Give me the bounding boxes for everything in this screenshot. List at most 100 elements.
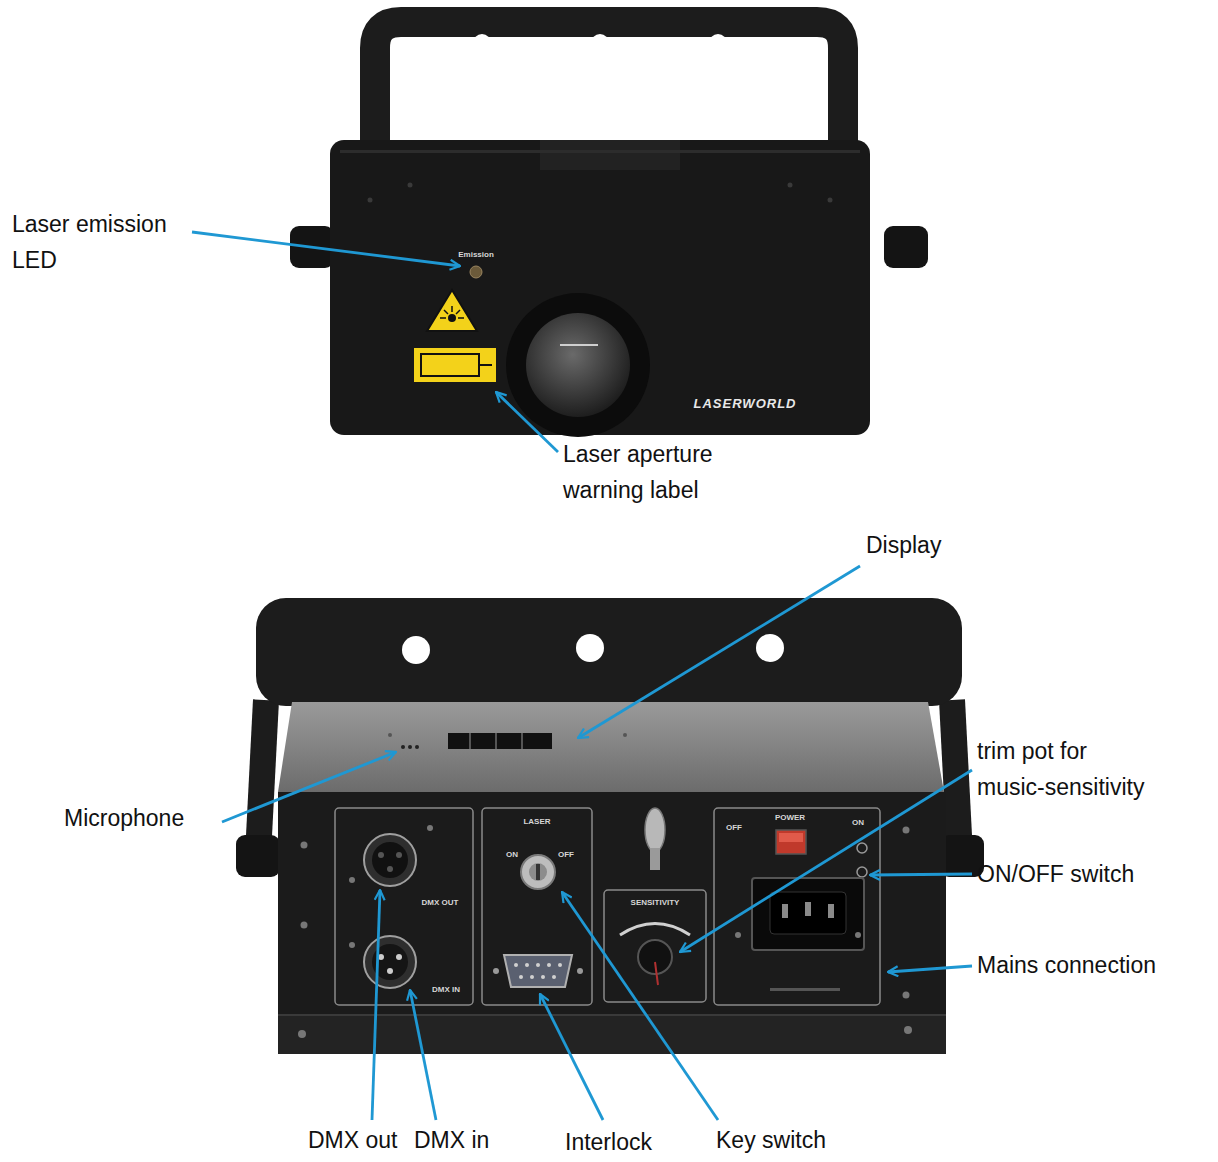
microphone: [415, 745, 419, 749]
callout-label: Display: [866, 527, 941, 563]
back-bracket: [258, 700, 266, 855]
panel-marking: Emission: [458, 250, 494, 260]
panel-marking: OFF: [558, 850, 574, 860]
leader-line: [192, 232, 460, 266]
interlock-connector: [536, 963, 540, 967]
front-housing: [330, 140, 870, 435]
callout-label: DMX out: [308, 1122, 397, 1158]
callout-label: Laser emission LED: [12, 206, 192, 278]
back-panel: [301, 842, 308, 849]
interlock-connector: [493, 955, 583, 987]
lens: [526, 313, 630, 417]
back-bracket: [756, 634, 784, 662]
panel-marking: DMX IN: [432, 985, 460, 995]
front-housing: [340, 150, 860, 153]
leader-line: [222, 752, 396, 822]
key-switch: [536, 864, 540, 880]
back-bracket: [256, 598, 962, 706]
callout-label: DMX in: [414, 1122, 489, 1158]
warning-labels: [421, 354, 479, 376]
top-face: [388, 733, 392, 737]
leader-line: [888, 966, 972, 972]
front-bracket: [591, 34, 609, 52]
back-bracket: [576, 634, 604, 662]
panel-marking: DMX OUT: [422, 898, 459, 908]
xlr-connectors: [364, 936, 416, 988]
mains-inlet: [828, 904, 834, 918]
interlock-connector: [530, 975, 534, 979]
interlock-connector: [514, 963, 562, 979]
back-panel: [278, 1014, 946, 1016]
key-switch: [529, 863, 547, 881]
callout-label: Interlock: [565, 1124, 652, 1160]
interlock-connector: [504, 955, 572, 987]
xlr-connectors: [387, 968, 393, 974]
interlock-connector: [519, 975, 523, 979]
back-panel: [903, 992, 910, 999]
warning-labels: [414, 290, 496, 382]
warning-labels: [440, 306, 464, 318]
xlr-connectors: [387, 866, 393, 872]
warning-labels: [479, 364, 492, 366]
xlr-connectors: [349, 825, 433, 988]
interlock-connector: [552, 975, 556, 979]
display: [448, 733, 552, 749]
brand-logo: LASERWORLD: [694, 396, 797, 411]
leader-line: [496, 392, 558, 452]
mains-inlet: [770, 988, 840, 991]
top-face: [623, 733, 627, 737]
power-switch: [776, 830, 867, 877]
panel-marking: SENSITIVITY: [631, 898, 680, 908]
panel-frames: [335, 808, 880, 1005]
carry-handle: [645, 808, 665, 870]
mains-inlet: [752, 878, 864, 950]
front-housing: [828, 198, 833, 203]
power-switch: [776, 830, 806, 854]
xlr-connectors: [349, 877, 355, 883]
interlock-connector: [525, 963, 529, 967]
interlock-connector: [577, 968, 583, 974]
microphone: [401, 745, 405, 749]
callout-label: Mains connection: [977, 947, 1156, 983]
callout-label: ON/OFF switch: [977, 856, 1134, 892]
callout-label: Key switch: [716, 1122, 826, 1158]
mains-inlet: [805, 902, 811, 916]
interlock-connector: [558, 963, 562, 967]
panel-marking: LASER: [523, 817, 550, 827]
xlr-connectors: [364, 834, 416, 886]
leader-line: [680, 770, 972, 952]
interlock-connector: [493, 968, 499, 974]
interlock-connector: [514, 963, 518, 967]
emission-led: [470, 266, 482, 278]
display: [470, 733, 522, 749]
display: [448, 733, 552, 749]
lens: [506, 293, 650, 437]
sensitivity-knob: [620, 924, 690, 936]
microphone: [408, 745, 412, 749]
mains-inlet: [735, 932, 741, 938]
power-switch: [857, 843, 867, 853]
mains-inlet: [782, 904, 788, 918]
front-housing: [330, 140, 870, 435]
panel-marking: ON: [852, 818, 864, 828]
xlr-connectors: [396, 852, 402, 858]
back-knobs: [236, 835, 280, 877]
lens: [560, 344, 598, 346]
front-knobs: [884, 226, 928, 268]
xlr-connectors: [396, 954, 402, 960]
front-bracket: [709, 34, 727, 52]
callout-label: Laser aperture warning label: [563, 436, 743, 508]
xlr-connectors: [349, 942, 355, 948]
interlock-connector: [541, 975, 545, 979]
sensitivity-knob: [620, 924, 690, 986]
leader-line: [578, 566, 860, 738]
warning-labels: [414, 348, 496, 382]
back-panel: [278, 1016, 946, 1054]
back-panel: [904, 1026, 912, 1034]
back-bracket: [402, 636, 430, 664]
warning-labels: [427, 290, 477, 331]
top-face: [278, 702, 944, 792]
front-housing: [788, 183, 793, 188]
